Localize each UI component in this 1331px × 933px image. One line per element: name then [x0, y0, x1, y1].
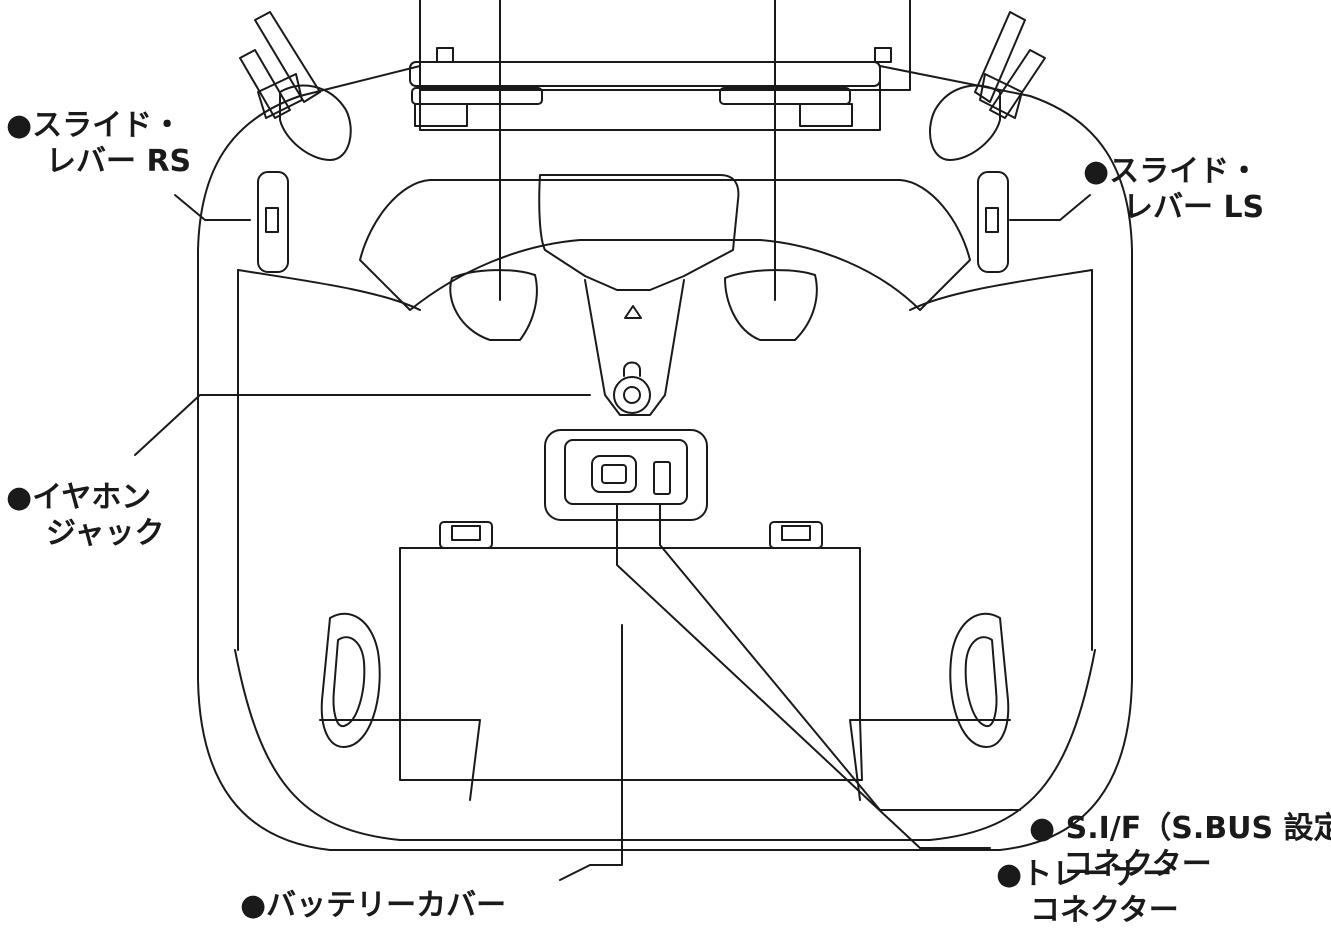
callout-battery-cover: ●バッテリーカバー [240, 888, 506, 924]
callout-sif-connector-line1: ● S.I/F（S.BUS 設定） [1029, 811, 1331, 846]
battery-clip-right [769, 521, 823, 549]
earphone-jack-inner [623, 386, 641, 404]
leader-slide-rs [174, 194, 251, 221]
upper-panel [359, 179, 971, 311]
slide-lever-ls-knob [985, 207, 999, 233]
leader-sif [659, 504, 1021, 811]
leader-trainer [616, 504, 991, 849]
battery-clip-left-inner [451, 525, 481, 541]
connector-panel-inner [564, 439, 688, 505]
body-lower-rim [234, 649, 1096, 841]
trainer-connector-socket [591, 455, 637, 493]
slide-lever-ls [977, 171, 1009, 273]
display-window [538, 174, 740, 291]
battery-cover-lower-right [849, 719, 1011, 801]
body-shoulder-right [909, 269, 1093, 311]
callout-slide-lever-ls-line2: レバー LS [1123, 190, 1265, 225]
battery-cover [399, 547, 863, 781]
callout-battery-cover-line1: ●バッテリーカバー [240, 888, 507, 923]
battery-clip-left [439, 521, 493, 549]
grip-right-outer [949, 612, 1010, 748]
lever-group-left [239, 11, 352, 161]
slide-lever-rs-knob [265, 207, 279, 233]
callout-trainer-connector: ●トレーナー コネクター [996, 857, 1179, 929]
callout-trainer-connector-line2: コネクター [1030, 893, 1179, 928]
battery-cover-lower-left [319, 719, 481, 801]
sif-connector-socket [653, 461, 671, 495]
callout-sif-connector: ● S.I/F（S.BUS 設定） コネクター [1029, 811, 1331, 883]
connector-panel-outer [544, 429, 708, 521]
earphone-recess-right [724, 269, 818, 341]
callout-sif-connector-line2: コネクター [1063, 847, 1212, 882]
callout-slide-lever-ls: ●スライド・ レバー LS [1083, 154, 1264, 226]
top-clip-left [436, 47, 454, 63]
grip-right-inner [964, 636, 998, 728]
body-outline [197, 65, 1133, 851]
top-bar-left [411, 87, 543, 105]
top-tab-left [414, 103, 468, 127]
earphone-recess-left [449, 269, 538, 341]
callout-earphone-jack-line2: ジャック [46, 516, 165, 551]
center-ridge [584, 279, 685, 416]
earphone-icon [623, 361, 641, 377]
callout-earphone-jack-line1: ●イヤホン [6, 480, 152, 515]
leader-battery [559, 624, 623, 881]
lever-group-right [929, 11, 1046, 161]
battery-clip-right-inner [781, 525, 811, 541]
body-shoulder-left [237, 269, 421, 311]
top-tab-right [799, 103, 853, 127]
trainer-connector-pins [601, 464, 627, 484]
top-bar-right [719, 87, 851, 105]
top-bar [409, 61, 881, 87]
leader-earphone [134, 394, 591, 456]
leader-slide-ls [1009, 194, 1091, 221]
callout-slide-lever-ls-line1: ●スライド・ [1083, 154, 1260, 189]
grip-left-inner [332, 636, 366, 728]
callout-slide-lever-rs: ●スライド・ レバー RS [6, 108, 191, 180]
callout-earphone-jack: ●イヤホン ジャック [6, 480, 165, 552]
top-clip-right [874, 47, 892, 63]
triangle-mark [624, 305, 642, 319]
grip-left-outer [320, 612, 381, 748]
callout-trainer-connector-line1: ●トレーナー [996, 857, 1173, 892]
callout-slide-lever-rs-line1: ●スライド・ [6, 108, 183, 143]
callout-slide-lever-rs-line2: レバー RS [46, 144, 192, 179]
top-handle [419, 0, 911, 91]
earphone-jack-outer [613, 376, 651, 414]
slide-lever-rs [257, 171, 289, 273]
